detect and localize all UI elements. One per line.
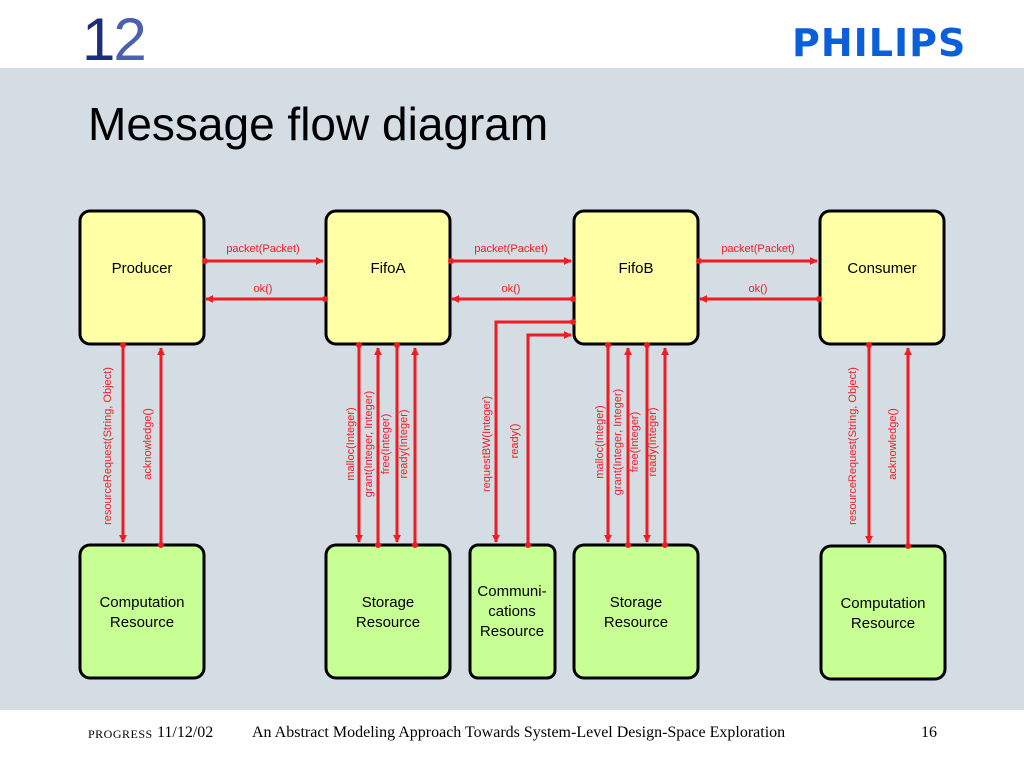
label-packet-1: packet(Packet) <box>226 243 299 255</box>
footer-progress: PROGRESS <box>88 727 153 741</box>
storage-resource-2-line1: Storage <box>610 594 663 611</box>
label-ok-1: ok() <box>254 283 273 295</box>
footer-bar <box>0 710 1024 768</box>
label-packet-2: packet(Packet) <box>474 243 547 255</box>
fifoA-label: FifoA <box>370 260 405 277</box>
label-ready-A: ready(Integer) <box>398 409 410 478</box>
fifoB-label: FifoB <box>618 260 653 277</box>
label-resourceRequest-1: resourceRequest(String, Object) <box>102 367 114 525</box>
storage-resource-1-box <box>324 543 452 680</box>
communications-resource-box <box>468 543 557 680</box>
label-grant-A: grant(Integer, Integer) <box>363 391 375 497</box>
label-ready-comm: ready() <box>509 424 521 459</box>
communications-resource-line3: Resource <box>480 623 544 640</box>
storage-resource-2-box <box>572 543 700 680</box>
slide-number: 12 <box>82 4 147 76</box>
label-ok-2: ok() <box>502 283 521 295</box>
fifoB-box <box>572 209 700 346</box>
philips-logo: PHILIPS <box>792 21 967 65</box>
label-ok-3: ok() <box>749 283 768 295</box>
label-free-A: free(Integer) <box>380 414 392 475</box>
label-ready-B: ready(Integer) <box>647 407 659 476</box>
arrow-requestBW <box>492 320 573 543</box>
label-malloc-B: malloc(Integer) <box>594 405 606 478</box>
computation-resource-2-box <box>819 544 947 681</box>
fifoA-box <box>324 209 452 346</box>
label-grant-B: grant(Integer, Integer) <box>612 389 624 495</box>
footer-page-number: 16 <box>921 724 937 741</box>
header-bar <box>0 0 1024 68</box>
computation-resource-1-line2: Resource <box>110 614 174 631</box>
computation-resource-2-line2: Resource <box>851 615 915 632</box>
computation-resource-1-box <box>78 543 206 680</box>
footer-date: 11/12/02 <box>157 724 214 741</box>
computation-resource-1-line1: Computation <box>99 594 184 611</box>
slide-number-digit-2: 2 <box>113 6 146 73</box>
producer-box <box>78 209 206 346</box>
consumer-box <box>818 209 946 346</box>
slide-number-digit-1: 1 <box>82 6 115 73</box>
storage-resource-1-line1: Storage <box>362 594 415 611</box>
label-acknowledge-2: acknowledge() <box>887 408 899 480</box>
footer-description: An Abstract Modeling Approach Towards Sy… <box>252 724 786 741</box>
label-packet-3: packet(Packet) <box>721 243 794 255</box>
storage-resource-1-line2: Resource <box>356 614 420 631</box>
label-requestBW: requestBW(Integer) <box>481 396 493 492</box>
computation-resource-2-line1: Computation <box>840 595 925 612</box>
communications-resource-line2: cations <box>488 603 536 620</box>
label-free-B: free(Integer) <box>629 412 641 473</box>
consumer-label: Consumer <box>847 260 916 277</box>
label-acknowledge-1: acknowledge() <box>142 408 154 480</box>
page-title: Message flow diagram <box>88 98 549 150</box>
label-resourceRequest-2: resourceRequest(String, Object) <box>847 367 859 525</box>
communications-resource-line1: Communi- <box>477 583 546 600</box>
storage-resource-2-line2: Resource <box>604 614 668 631</box>
arrow-ready-comm <box>526 331 572 545</box>
label-malloc-A: malloc(Integer) <box>345 407 357 480</box>
producer-label: Producer <box>112 260 173 277</box>
